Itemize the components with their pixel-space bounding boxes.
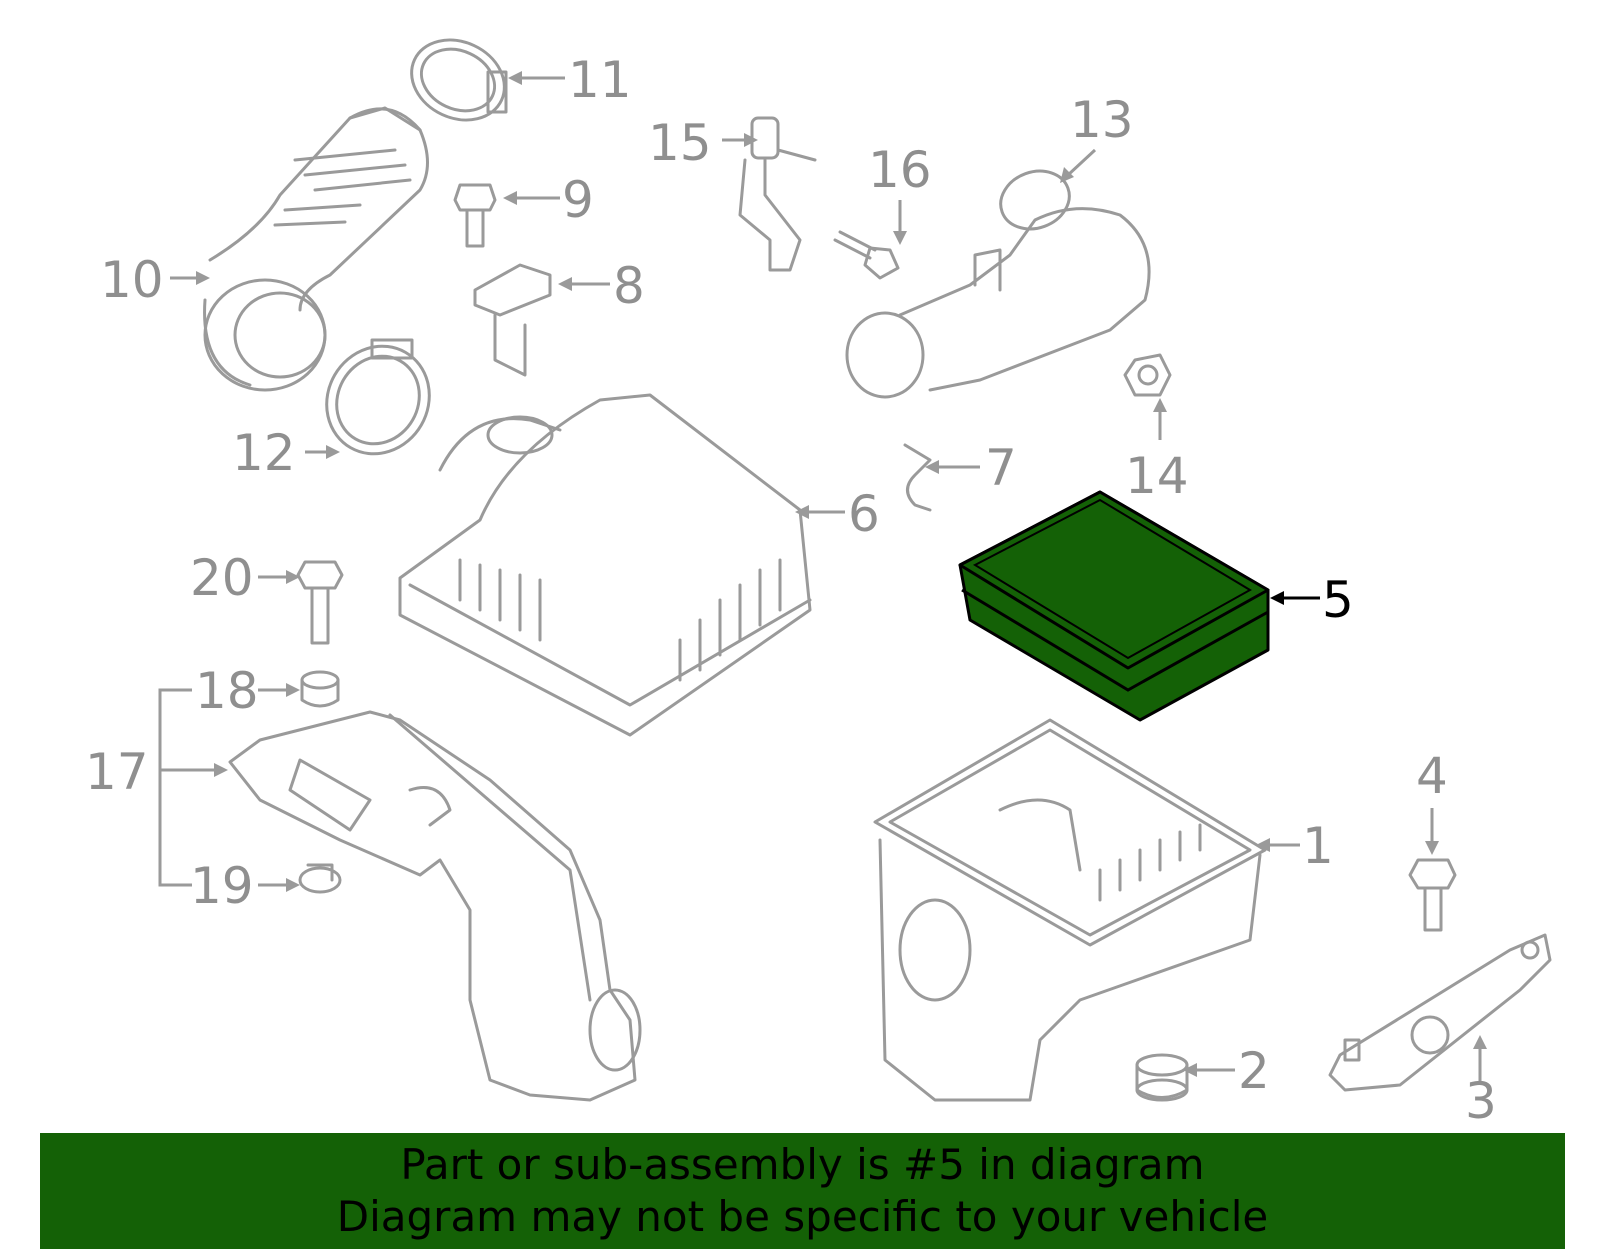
callout-labels: 10 11 12 9 8 15 16 13 14 7 6 5 1 2 4 3 2…	[85, 51, 1497, 1130]
part-20-bolt	[296, 560, 344, 645]
part-6-cover	[398, 393, 812, 737]
part-17-inlet-duct	[228, 710, 642, 1102]
leader-lines	[158, 71, 1487, 1085]
part-5-filter-element	[958, 490, 1270, 722]
banner-line-1: Part or sub-assembly is #5 in diagram	[400, 1140, 1205, 1189]
parts-diagram: 10 11 12 9 8 15 16 13 14 7 6 5 1 2 4 3 2…	[85, 38, 1552, 1130]
part-18-grommet	[300, 670, 340, 708]
callout-20: 20	[190, 549, 254, 607]
part-19-nut	[298, 863, 342, 894]
part-4-bolt	[1408, 858, 1457, 932]
part-9-bolt	[453, 183, 497, 248]
callout-18: 18	[195, 662, 259, 720]
callout-10: 10	[100, 251, 164, 309]
callout-6: 6	[848, 485, 880, 543]
callout-11: 11	[568, 51, 632, 109]
info-banner: Part or sub-assembly is #5 in diagram Di…	[40, 1133, 1565, 1249]
callout-19: 19	[190, 857, 254, 915]
callout-12: 12	[232, 424, 296, 482]
callout-14: 14	[1125, 447, 1189, 505]
callout-1: 1	[1302, 817, 1334, 875]
part-13-air-duct	[845, 169, 1151, 399]
callout-16: 16	[868, 141, 932, 199]
callout-8: 8	[613, 257, 645, 315]
callout-13: 13	[1070, 91, 1134, 149]
callout-15: 15	[648, 114, 712, 172]
callout-17: 17	[85, 743, 149, 801]
part-10-intake-hose	[203, 106, 429, 392]
part-8-sensor	[473, 263, 552, 377]
callout-9: 9	[562, 171, 594, 229]
banner-line-2: Diagram may not be specific to your vehi…	[336, 1192, 1269, 1241]
part-1-body	[873, 718, 1267, 1102]
part-2-grommet	[1135, 1053, 1189, 1102]
part-3-bracket	[1328, 933, 1552, 1092]
callout-3: 3	[1465, 1072, 1497, 1130]
callout-7: 7	[985, 439, 1017, 497]
callout-2: 2	[1238, 1042, 1270, 1100]
callout-4: 4	[1416, 747, 1448, 805]
callout-5: 5	[1322, 571, 1354, 629]
part-7-clip	[903, 443, 932, 512]
part-16-bolt	[833, 230, 900, 280]
part-12-clamp	[325, 338, 431, 456]
part-14-nut	[1123, 353, 1172, 397]
part-11-clamp	[410, 38, 508, 122]
